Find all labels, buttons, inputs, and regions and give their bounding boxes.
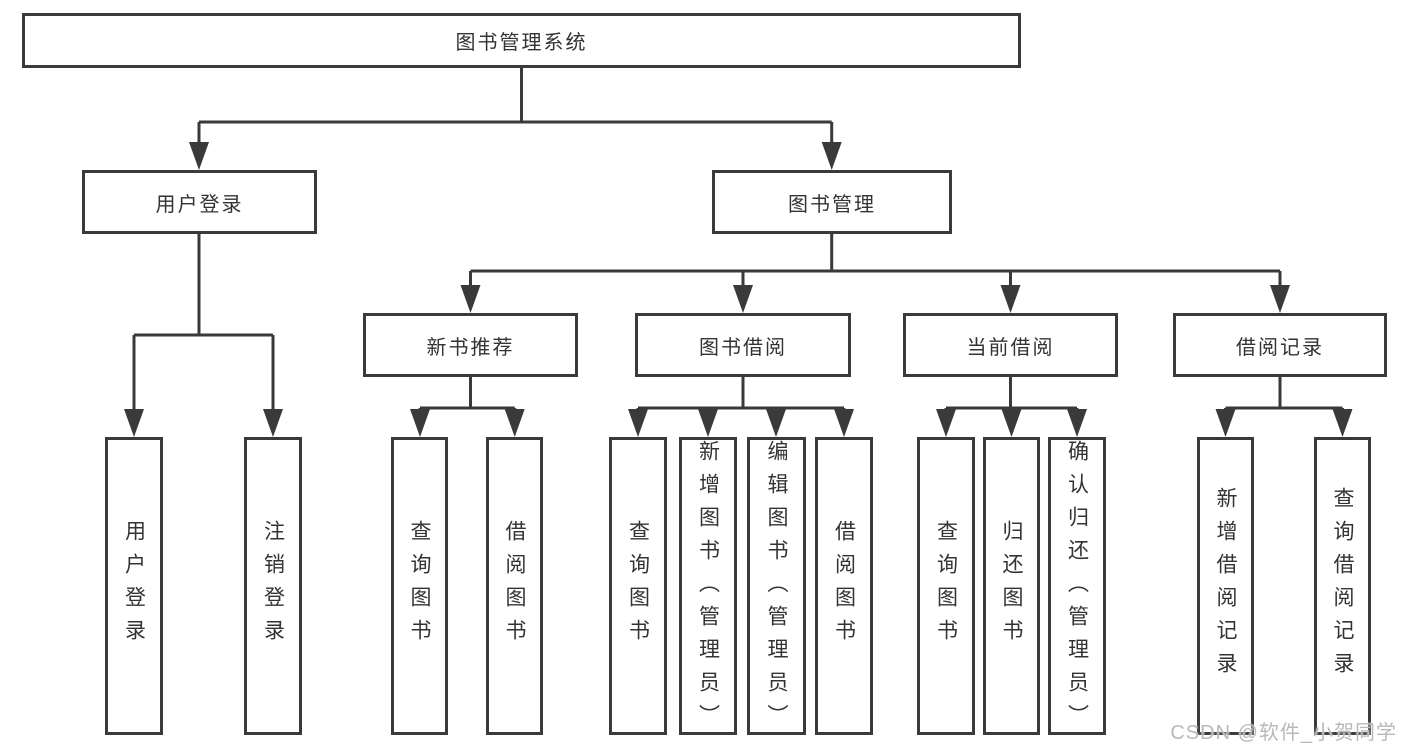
leaf-query-books-recommend: 查询图书 (391, 437, 448, 735)
node-label: 用户登录 (155, 193, 244, 216)
leaf-label: 新增借阅记录 (1214, 487, 1237, 685)
node-label: 新书推荐 (426, 336, 515, 359)
csdn-watermark: CSDN @软件_小贺同学 (1170, 722, 1397, 744)
node-root-system: 图书管理系统 (22, 13, 1021, 68)
leaf-borrow-books-recommend: 借阅图书 (486, 437, 543, 735)
leaf-label: 归还图书 (1000, 520, 1023, 652)
node-label: 当前借阅 (966, 336, 1055, 359)
leaf-user-login: 用户登录 (105, 437, 163, 735)
node-label: 图书管理 (788, 193, 876, 216)
leaf-query-books-current: 查询图书 (917, 437, 975, 735)
leaf-query-borrow-record: 查询借阅记录 (1314, 437, 1371, 735)
node-book-management: 图书管理 (712, 170, 952, 234)
leaf-label: 查询图书 (934, 520, 958, 652)
leaf-label: 用户登录 (122, 520, 146, 652)
leaf-query-books-borrow: 查询图书 (609, 437, 667, 735)
leaf-logout: 注销登录 (244, 437, 302, 735)
node-user-login: 用户登录 (82, 170, 317, 234)
leaf-add-borrow-record: 新增借阅记录 (1197, 437, 1254, 735)
leaf-label: 编辑图书（管理员） (765, 440, 788, 737)
node-borrow-records: 借阅记录 (1173, 313, 1387, 377)
node-book-borrow: 图书借阅 (635, 313, 851, 377)
leaf-label: 注销登录 (261, 520, 285, 652)
leaf-label: 查询借阅记录 (1331, 487, 1354, 685)
leaf-add-books-admin: 新增图书（管理员） (679, 437, 737, 737)
leaf-confirm-return-admin: 确认归还（管理员） (1048, 437, 1106, 737)
leaf-label: 查询图书 (408, 520, 431, 652)
leaf-return-books: 归还图书 (983, 437, 1040, 735)
leaf-label: 查询图书 (626, 520, 650, 652)
node-label: 图书管理系统 (455, 32, 588, 54)
leaf-borrow-books: 借阅图书 (815, 437, 873, 735)
leaf-label: 借阅图书 (503, 520, 526, 652)
leaf-label: 新增图书（管理员） (696, 440, 720, 737)
leaf-label: 借阅图书 (832, 520, 856, 652)
leaf-edit-books-admin: 编辑图书（管理员） (747, 437, 806, 737)
node-current-borrow: 当前借阅 (903, 313, 1118, 377)
node-new-book-recommend: 新书推荐 (363, 313, 578, 377)
node-label: 图书借阅 (699, 336, 787, 359)
leaf-label: 确认归还（管理员） (1065, 440, 1089, 737)
node-label: 借阅记录 (1236, 336, 1324, 359)
